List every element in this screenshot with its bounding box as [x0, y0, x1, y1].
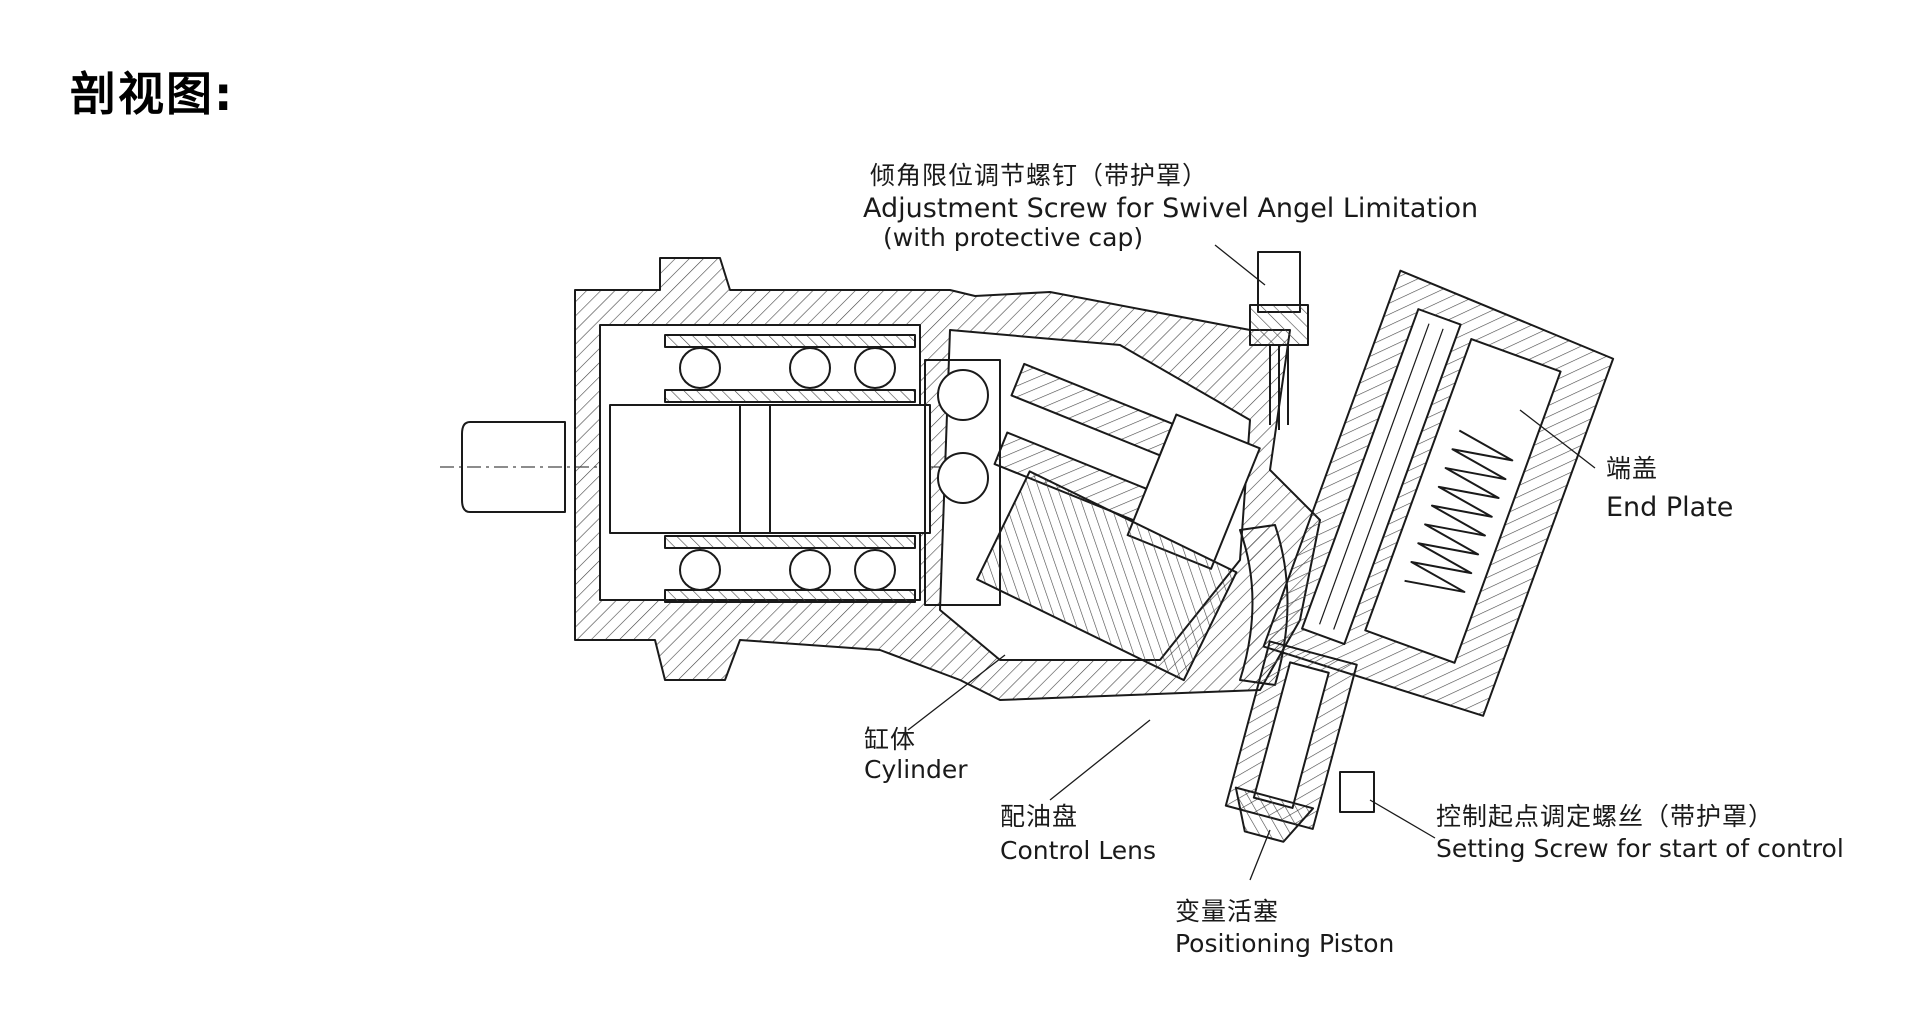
end-plate-label: 端盖 End Plate — [1606, 455, 1733, 523]
piston-rods — [993, 362, 1261, 570]
end-plate-label-zh: 端盖 — [1606, 454, 1659, 483]
positioning-piston-label: 变量活塞 Positioning Piston — [1175, 898, 1394, 958]
positioning-piston-label-zh: 变量活塞 — [1175, 897, 1280, 926]
positioning-piston — [1224, 640, 1358, 843]
adjustment-screw-label: 倾角限位调节螺钉（带护罩） Adjustment Screw for Swive… — [863, 161, 1478, 253]
control-lens-label-zh: 配油盘 — [1000, 802, 1079, 831]
positioning-piston-label-en: Positioning Piston — [1175, 929, 1395, 958]
cylinder-label: 缸体 Cylinder — [864, 726, 968, 784]
cylinder-label-zh: 缸体 — [864, 725, 917, 754]
setting-screw-label-en: Setting Screw for start of control — [1436, 834, 1844, 863]
control-lens-label-en: Control Lens — [1000, 836, 1157, 865]
cylinder-label-en: Cylinder — [864, 755, 968, 784]
end-plate-label-en: End Plate — [1606, 492, 1734, 523]
setting-screw-label: 控制起点调定螺丝（带护罩） Setting Screw for start of… — [1436, 803, 1844, 863]
bearing-balls — [679, 347, 989, 591]
adjustment-screw — [1249, 251, 1309, 430]
control-lens-label: 配油盘 Control Lens — [1000, 803, 1156, 865]
adjustment-screw-label-en2: (with protective cap) — [883, 223, 1144, 253]
setting-screw — [1339, 771, 1375, 813]
setting-screw-label-zh: 控制起点调定螺丝（带护罩） — [1436, 802, 1775, 831]
page-title: 剖视图: — [70, 67, 235, 121]
cylinder-block — [976, 470, 1238, 682]
end-plate — [1262, 269, 1615, 717]
adjustment-screw-label-zh: 倾角限位调节螺钉（带护罩） — [870, 161, 1209, 190]
adjustment-screw-label-en: Adjustment Screw for Swivel Angel Limita… — [863, 193, 1479, 224]
